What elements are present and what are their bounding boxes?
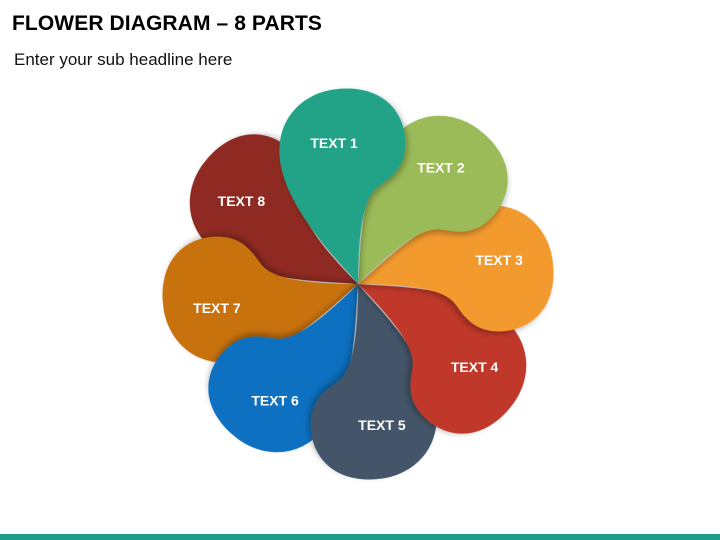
petal-7: [162, 236, 358, 363]
page-title: FLOWER DIAGRAM – 8 PARTS: [12, 12, 323, 35]
petal-1: [279, 88, 406, 284]
petal-1-label: TEXT 1: [310, 135, 358, 151]
petal-8-label: TEXT 8: [218, 193, 266, 209]
petal-4-label: TEXT 4: [451, 359, 499, 375]
bottom-accent-bar: [0, 534, 720, 540]
labels-group: TEXT 1 TEXT 2 TEXT 3 TEXT 4 TEXT 5 TEXT 6 TEXT…: [193, 135, 523, 433]
petal-3: [358, 205, 554, 332]
petal-7-label: TEXT 7: [193, 300, 241, 316]
petal-2-label: TEXT 2: [417, 159, 465, 175]
petals-group: [162, 88, 554, 480]
petal-5: [310, 284, 437, 480]
petal-6-label: TEXT 6: [251, 393, 299, 409]
petal-5-label: TEXT 5: [358, 417, 406, 433]
petal-3-label: TEXT 3: [475, 252, 523, 268]
page-subtitle: Enter your sub headline here: [14, 50, 233, 69]
